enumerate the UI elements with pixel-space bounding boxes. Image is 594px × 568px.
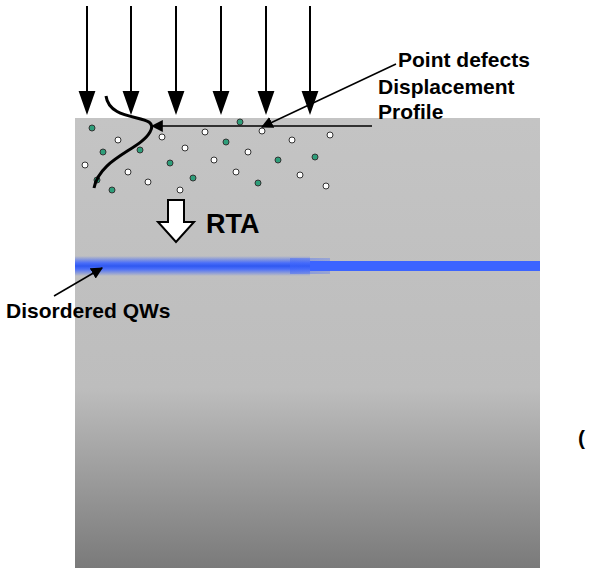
callout-label: Disordered QWs (6, 298, 171, 323)
leader-line (262, 64, 396, 127)
fragment-text: ( (578, 425, 585, 450)
callout-label: Point defects (398, 47, 530, 72)
callout-label: Displacement Profile (378, 74, 548, 124)
anneal-arrow (158, 200, 194, 242)
quantum-well (310, 261, 540, 271)
process-label: RTA (206, 208, 260, 240)
disordered-quantum-well (75, 256, 310, 276)
leader-line (152, 125, 372, 127)
implant-arrows (80, 6, 317, 112)
displacement-profile-curve (94, 96, 152, 188)
leader-line (54, 268, 102, 296)
substrate-block (75, 118, 540, 568)
